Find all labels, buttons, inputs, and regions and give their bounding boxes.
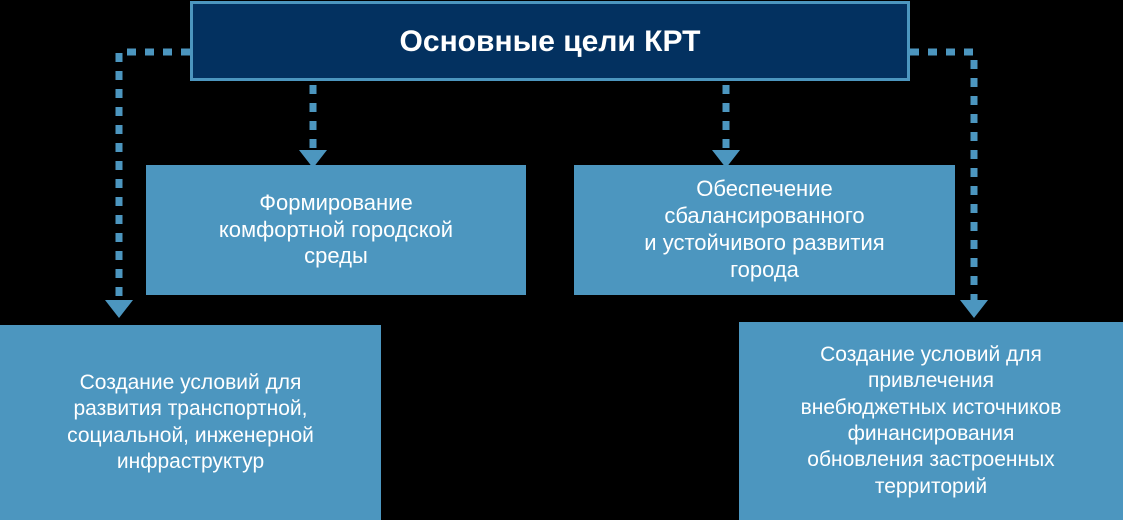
diagram-title-box: Основные цели КРТ [190, 1, 910, 81]
page-title: Основные цели КРТ [399, 24, 701, 58]
node-extrabudget-funding-label: Создание условий для привлечения внебюдж… [800, 342, 1062, 498]
node-infrastructure: Создание условий для развития транспортн… [0, 325, 381, 520]
connector-to-balanced-dev [712, 85, 740, 168]
node-comfort-env-label: Формирование комфортной городской среды [218, 189, 454, 269]
node-balanced-dev: Обеспечение сбалансированного и устойчив… [574, 165, 955, 295]
node-infrastructure-label: Создание условий для развития транспортн… [67, 370, 314, 473]
connector-to-comfort-env [299, 85, 327, 168]
node-extrabudget-funding: Создание условий для привлечения внебюдж… [739, 322, 1123, 520]
node-comfort-env: Формирование комфортной городской среды [146, 165, 526, 295]
node-balanced-dev-label: Обеспечение сбалансированного и устойчив… [644, 176, 885, 282]
